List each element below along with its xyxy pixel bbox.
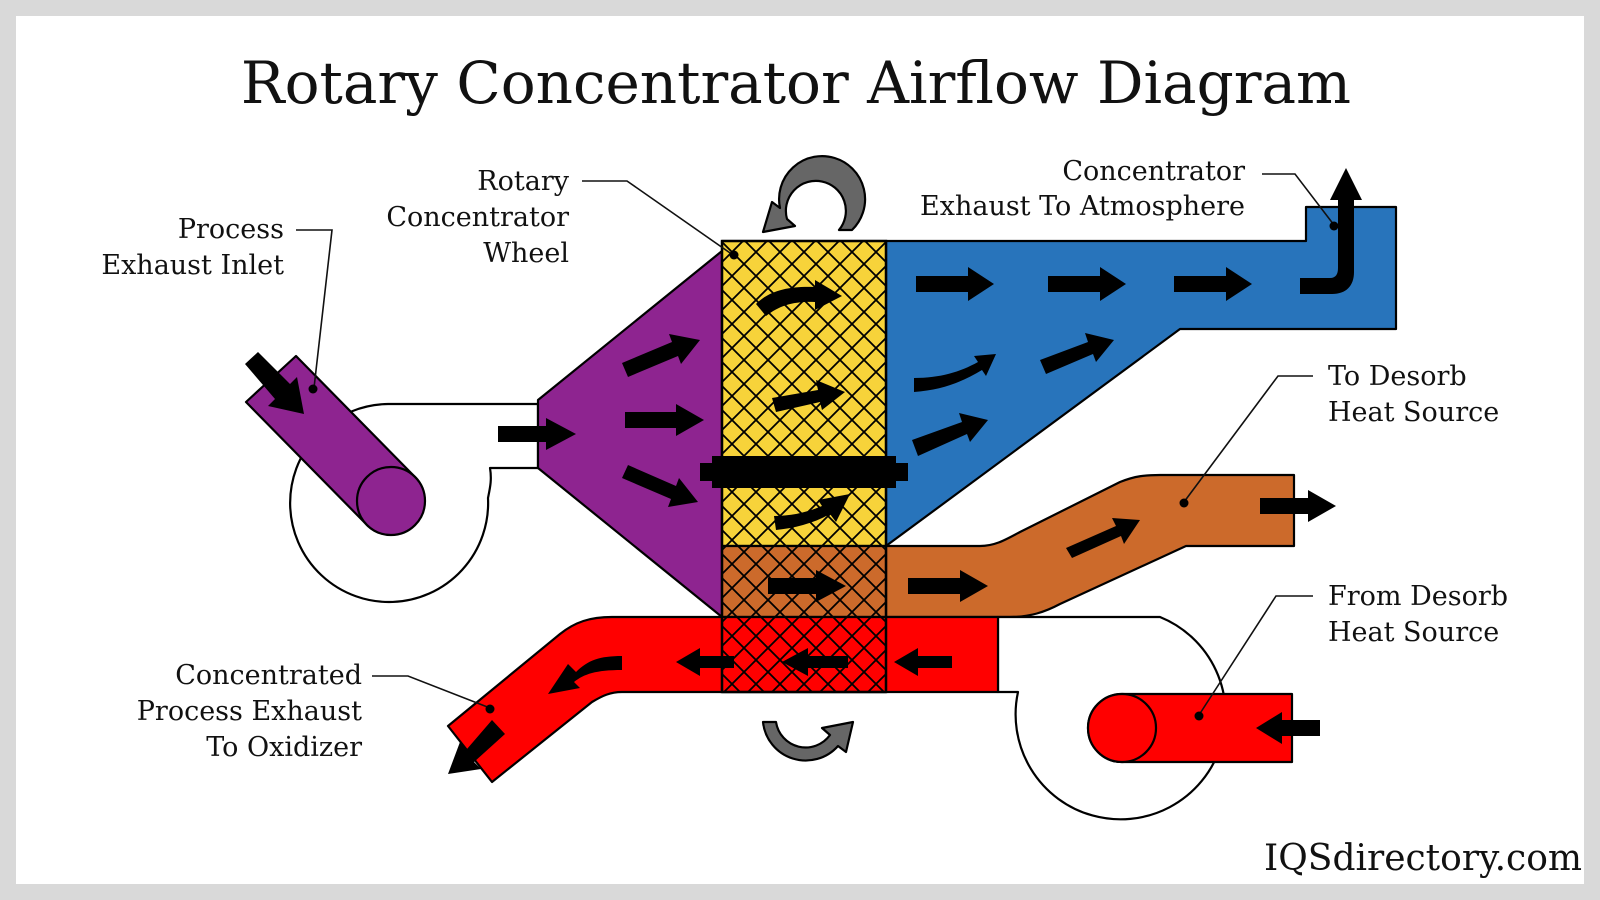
flow-arrow-icon — [768, 570, 846, 602]
flow-arrows — [245, 168, 1362, 774]
svg-text:Process: Process — [178, 214, 284, 245]
flow-arrow-left-icon — [894, 648, 952, 676]
flow-arrow-icon — [622, 465, 698, 507]
svg-text:Concentrator: Concentrator — [386, 202, 569, 233]
flow-arrow-icon — [1174, 267, 1252, 301]
desorb-inlet-pipe — [1086, 692, 1294, 764]
svg-text:Rotary: Rotary — [477, 166, 569, 197]
label-concentrated-process-exhaust: Concentrated Process Exhaust To Oxidizer — [137, 660, 362, 763]
svg-text:To Oxidizer: To Oxidizer — [206, 732, 362, 763]
clean-air-duct — [884, 205, 1398, 548]
diagram-title: Rotary Concentrator Airflow Diagram — [241, 49, 1351, 117]
flow-arrow-icon — [916, 267, 994, 301]
svg-text:Exhaust Inlet: Exhaust Inlet — [101, 250, 284, 281]
rotation-arrow-top-icon — [761, 155, 867, 234]
svg-text:Process Exhaust: Process Exhaust — [137, 696, 362, 727]
flow-arrow-icon — [912, 413, 988, 456]
flow-arrow-icon — [914, 354, 996, 392]
label-from-desorb-heat-source: From Desorb Heat Source — [1328, 581, 1508, 648]
flow-arrow-icon — [774, 494, 850, 530]
svg-text:Exhaust To Atmosphere: Exhaust To Atmosphere — [920, 191, 1245, 222]
flow-arrow-up-icon — [1300, 168, 1362, 294]
flow-arrow-icon — [498, 418, 576, 450]
flow-arrow-left-icon — [676, 648, 734, 676]
flow-arrow-icon — [1040, 333, 1114, 374]
label-exhaust-to-atmosphere: Concentrator Exhaust To Atmosphere — [920, 156, 1245, 222]
svg-text:From Desorb: From Desorb — [1328, 581, 1508, 612]
flow-arrow-left-icon — [1256, 712, 1320, 744]
svg-text:To Desorb: To Desorb — [1328, 361, 1467, 392]
label-rotary-concentrator-wheel: Rotary Concentrator Wheel — [386, 166, 569, 269]
rotation-arrow-bottom-icon — [761, 720, 855, 762]
label-process-exhaust-inlet: Process Exhaust Inlet — [101, 214, 284, 281]
flow-arrow-icon — [908, 570, 988, 602]
flow-arrow-icon — [622, 334, 700, 377]
flow-arrow-icon — [245, 352, 304, 414]
flow-arrow-icon — [756, 280, 842, 316]
flow-arrow-icon — [1048, 267, 1126, 301]
svg-text:Concentrated: Concentrated — [175, 660, 362, 691]
brand-watermark: IQSdirectory.com — [1264, 838, 1582, 879]
label-to-desorb-heat-source: To Desorb Heat Source — [1328, 361, 1499, 428]
flow-arrow-icon — [1260, 490, 1336, 522]
flow-arrow-icon — [625, 404, 704, 436]
svg-text:Heat Source: Heat Source — [1328, 397, 1499, 428]
flow-arrow-icon — [1066, 518, 1140, 558]
svg-text:Concentrator: Concentrator — [1062, 156, 1245, 187]
leader-lines — [296, 173, 1339, 721]
flow-arrow-left-icon — [782, 648, 848, 676]
svg-text:Wheel: Wheel — [483, 238, 569, 269]
flow-arrow-icon — [772, 380, 845, 412]
flow-arrow-down-left-icon — [448, 720, 505, 774]
flow-arrow-left-icon — [548, 656, 622, 694]
svg-text:Heat Source: Heat Source — [1328, 617, 1499, 648]
rotary-concentrator-wheel — [700, 239, 908, 694]
